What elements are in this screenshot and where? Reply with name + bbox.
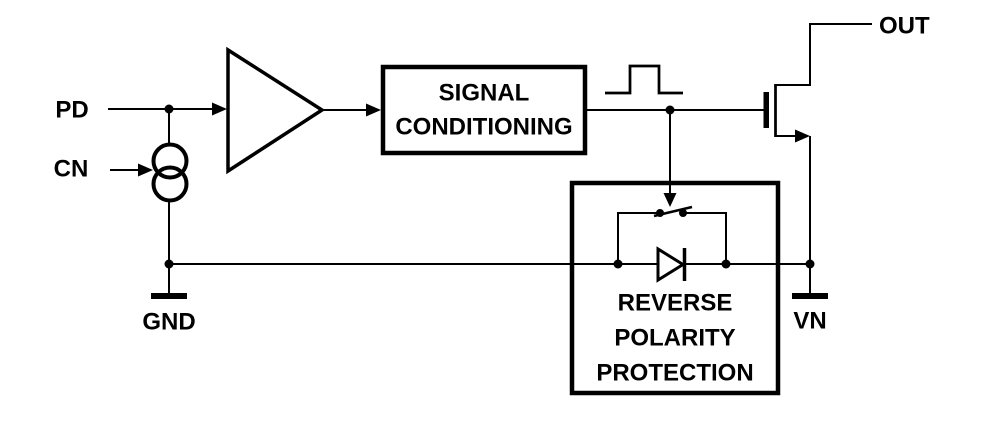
mosfet-icon (763, 23, 872, 264)
reverse-polarity-box (569, 180, 781, 396)
amplifier-triangle (226, 46, 326, 175)
feed-arrowhead-icon (663, 193, 677, 207)
switch-right-contact-dot (679, 209, 687, 217)
signal-conditioning-box (380, 64, 588, 156)
diode-icon (613, 246, 731, 283)
pd-input-branch (108, 102, 227, 146)
vn-ground-icon (792, 264, 828, 299)
amplifier-icon (226, 46, 381, 175)
reverse-polarity-protection-block (569, 180, 781, 396)
cn-label: CN (54, 156, 89, 183)
out-label: OUT (879, 13, 930, 40)
signal-conditioning-label-line2: CONDITIONING (395, 114, 572, 141)
vn-label: VN (793, 308, 826, 335)
diode-cathode-dot (721, 259, 731, 269)
pulse-waveform (605, 64, 683, 95)
pd-label: PD (55, 97, 88, 124)
switch-icon (617, 205, 727, 264)
cn-input-branch (110, 163, 153, 177)
pulse-icon (605, 64, 683, 95)
pd-arrowhead-icon (212, 102, 227, 116)
gnd-label: GND (142, 309, 195, 336)
mosfet-source-arrowhead-icon (795, 129, 810, 143)
switch-blade (653, 205, 693, 218)
mosfet-gate-bar (763, 92, 769, 128)
current-source-bottom-circle (151, 165, 189, 203)
cn-arrowhead-icon (138, 163, 153, 177)
reverse-polarity-labels: REVERSE POLARITY PROTECTION (596, 290, 753, 387)
diode-triangle (656, 246, 686, 283)
gnd-ground-icon (151, 264, 187, 299)
reverse-polarity-label-line1: REVERSE (618, 290, 733, 317)
switch-right-wire (683, 212, 727, 264)
mosfet-drain-wire (775, 23, 872, 86)
gate-drive-wire-group (585, 105, 764, 207)
diode-anode-dot (613, 259, 623, 269)
current-source-top-circle (151, 142, 189, 180)
signal-conditioning-block: SIGNAL CONDITIONING (380, 64, 588, 156)
reverse-polarity-label-line2: POLARITY (614, 325, 735, 352)
switch-left-wire (617, 212, 660, 264)
reverse-polarity-label-line3: PROTECTION (596, 360, 753, 387)
current-source-icon (151, 142, 189, 264)
signal-conditioning-label-line1: SIGNAL (439, 80, 530, 107)
amplifier-output-arrowhead-icon (366, 103, 381, 117)
